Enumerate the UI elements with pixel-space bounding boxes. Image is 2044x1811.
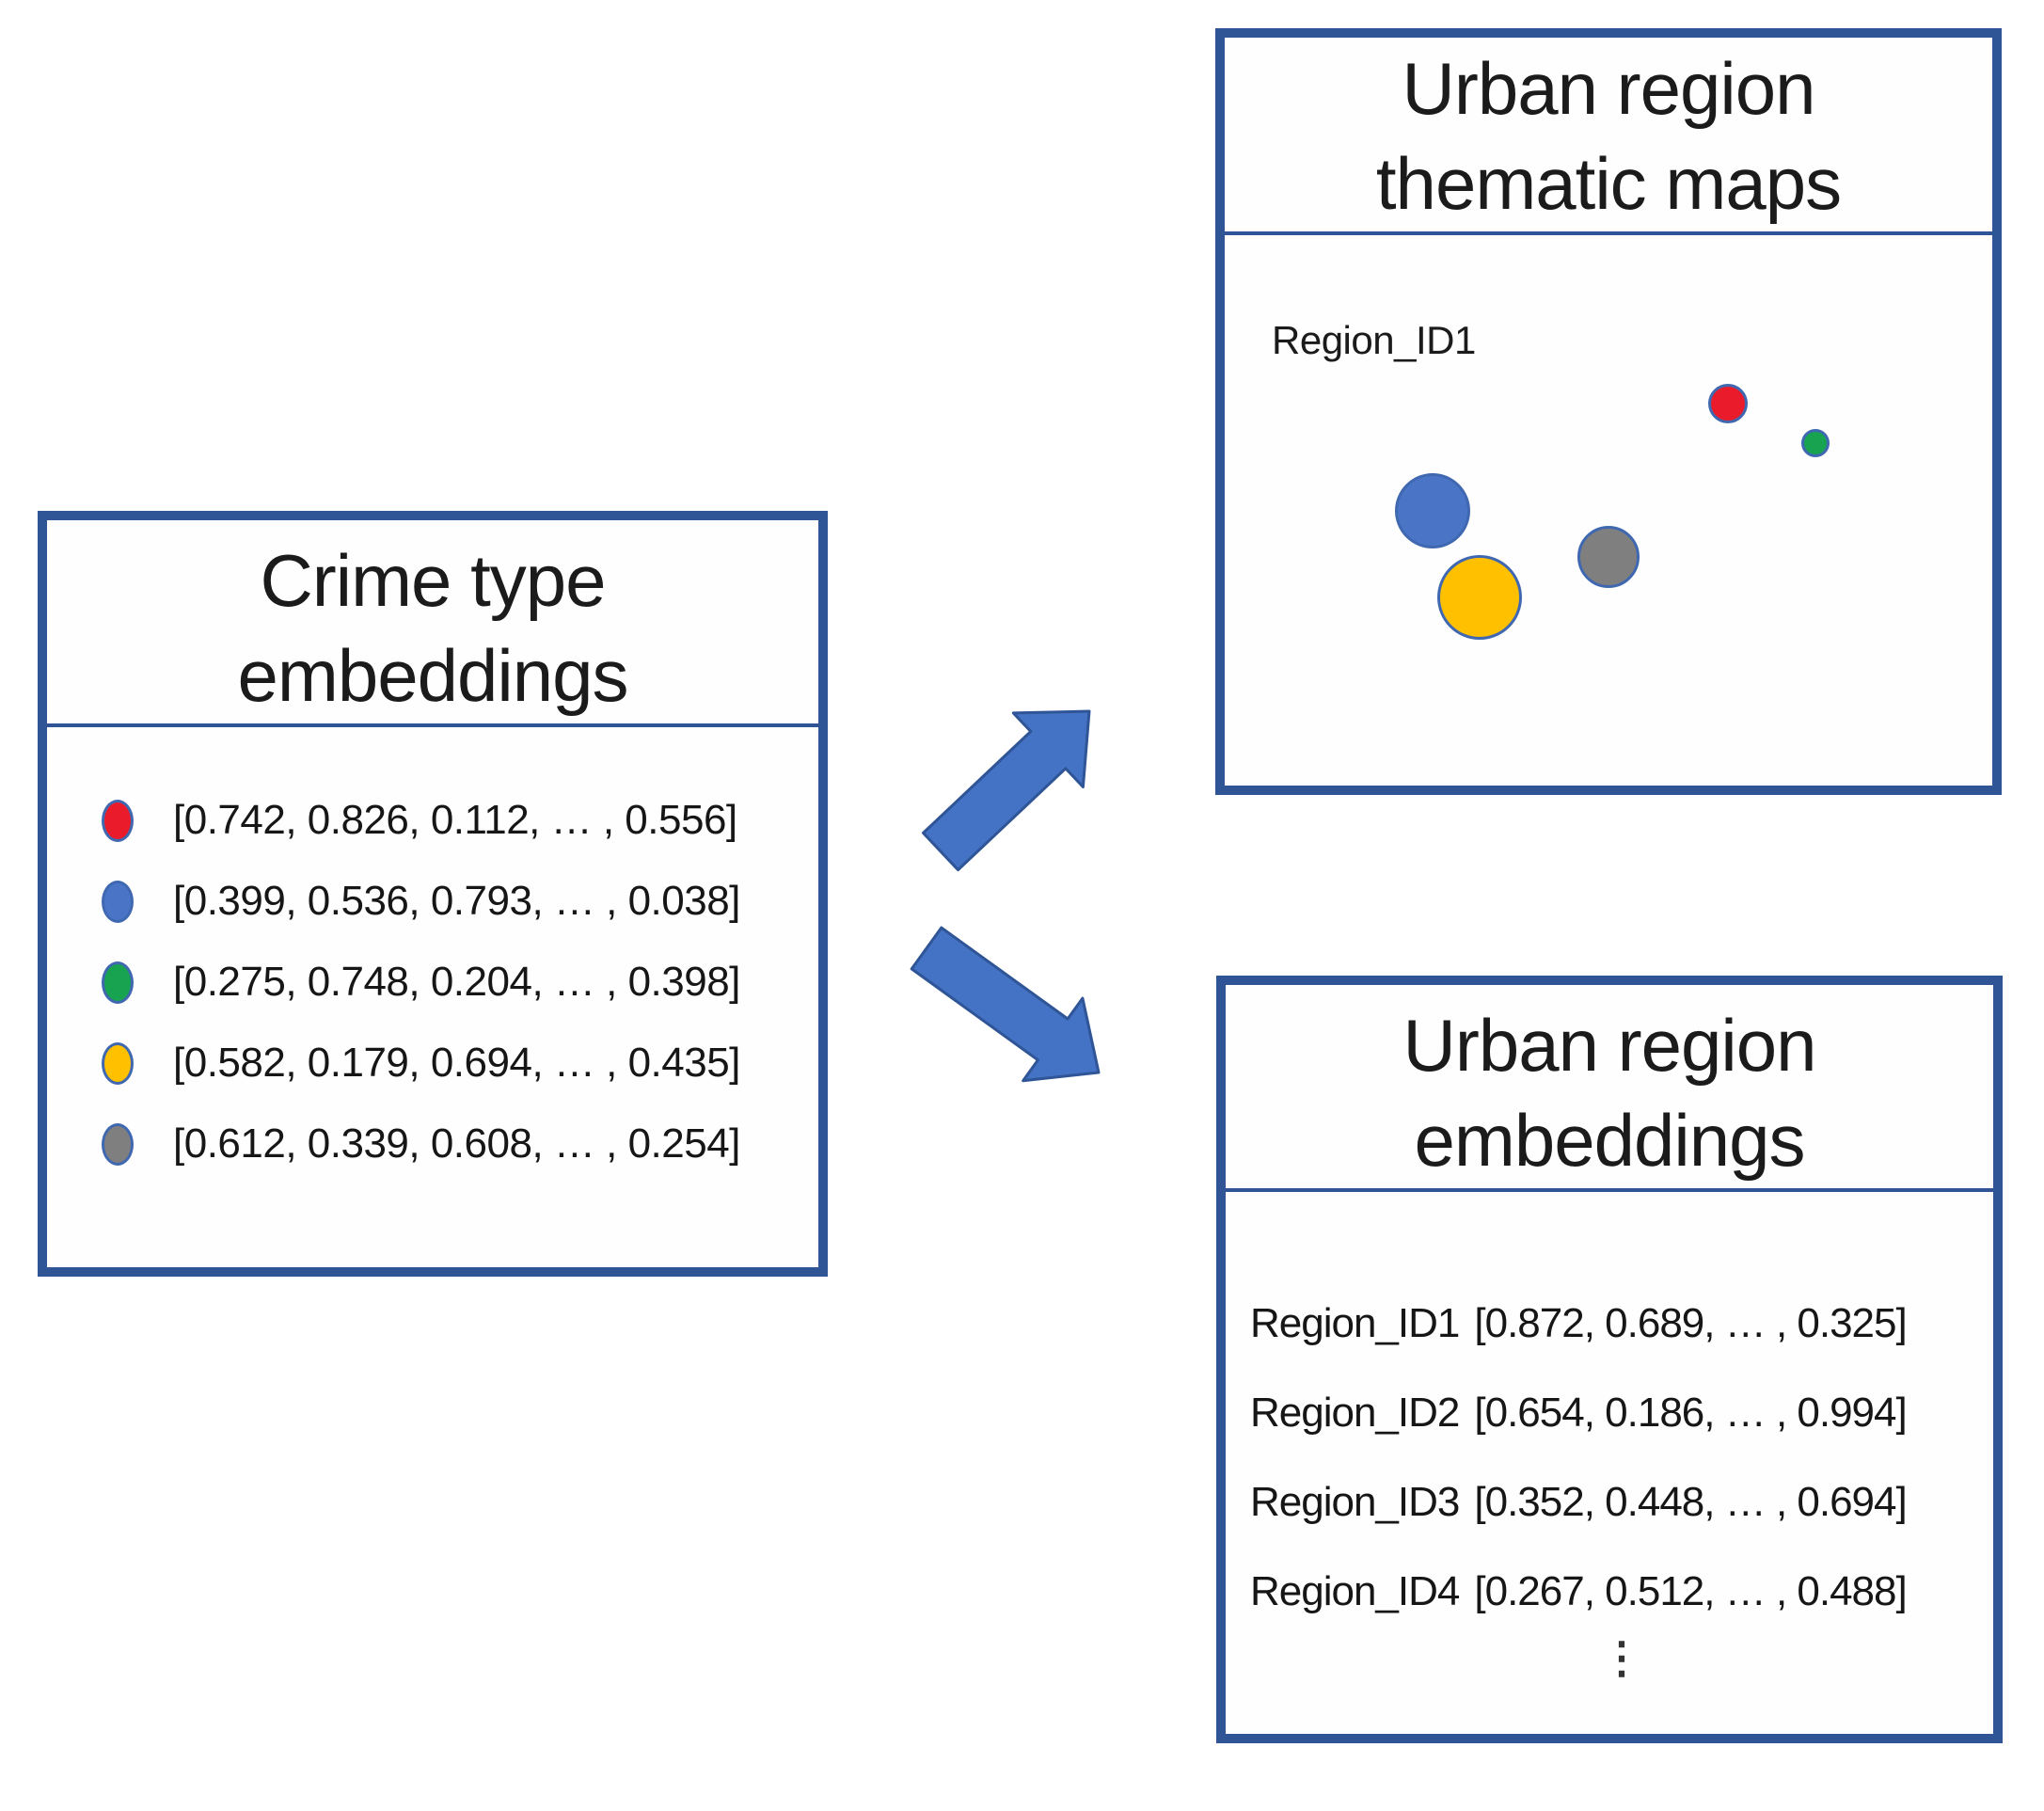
region-embedding-row: Region_ID3 [0.352, 0.448, … , 0.694] — [1250, 1457, 1993, 1547]
arrow-to-thematic-maps — [922, 709, 1091, 872]
crime-type-vector: [0.612, 0.339, 0.608, … , 0.254] — [173, 1120, 740, 1167]
vertical-ellipsis: ⋮ — [1600, 1633, 1643, 1682]
region-embeddings-box-title: Urban region embeddings — [1226, 985, 1993, 1192]
map-dot-yellow — [1437, 555, 1522, 640]
thematic-map-body: Region_ID1 — [1225, 235, 1992, 767]
region-vector: [0.352, 0.448, … , 0.694] — [1474, 1478, 1907, 1525]
map-dot-green — [1801, 429, 1830, 457]
region-vector: [0.267, 0.512, … , 0.488] — [1474, 1567, 1907, 1614]
crime-type-row: [0.275, 0.748, 0.204, … , 0.398] — [102, 942, 818, 1023]
region-id-label: Region_ID1 — [1272, 318, 1476, 362]
crime-type-title-line2: embeddings — [237, 634, 629, 717]
crime-type-row: [0.742, 0.826, 0.112, … , 0.556] — [102, 780, 818, 861]
crime-type-dot-green — [102, 961, 134, 1004]
crime-type-vector: [0.275, 0.748, 0.204, … , 0.398] — [173, 959, 740, 1005]
region-id: Region_ID1 — [1250, 1299, 1460, 1346]
region-embedding-row: Region_ID4 [0.267, 0.512, … , 0.488] — [1250, 1547, 1993, 1636]
crime-type-row: [0.612, 0.339, 0.608, … , 0.254] — [102, 1104, 818, 1184]
crime-type-title-line1: Crime type — [260, 539, 606, 622]
crime-type-embeddings-box: Crime type embeddings [0.742, 0.826, 0.1… — [38, 511, 828, 1277]
crime-type-embedding-list: [0.742, 0.826, 0.112, … , 0.556] [0.399,… — [47, 727, 818, 1184]
crime-type-box-title: Crime type embeddings — [47, 520, 818, 727]
arrow-to-region-embeddings — [910, 926, 1101, 1083]
crime-type-vector: [0.399, 0.536, 0.793, … , 0.038] — [173, 878, 740, 924]
crime-type-dot-red — [102, 799, 134, 842]
map-dot-gray — [1577, 526, 1640, 588]
region-vector: [0.872, 0.689, … , 0.325] — [1474, 1299, 1907, 1346]
crime-type-dot-blue — [102, 880, 134, 923]
thematic-maps-box-title: Urban region thematic maps — [1225, 38, 1992, 235]
thematic-maps-title-line1: Urban region — [1402, 47, 1816, 130]
region-embedding-row: Region_ID1 [0.872, 0.689, … , 0.325] — [1250, 1279, 1993, 1368]
region-id: Region_ID4 — [1250, 1567, 1460, 1614]
urban-region-embeddings-box: Urban region embeddings Region_ID1 [0.87… — [1216, 976, 2003, 1743]
map-dot-blue — [1395, 473, 1470, 548]
region-id: Region_ID2 — [1250, 1389, 1460, 1436]
thematic-maps-title-line2: thematic maps — [1375, 142, 1842, 225]
region-id: Region_ID3 — [1250, 1478, 1460, 1525]
region-embeddings-title-line1: Urban region — [1402, 1004, 1817, 1087]
crime-type-dot-yellow — [102, 1041, 134, 1085]
urban-region-thematic-maps-box: Urban region thematic maps Region_ID1 — [1215, 28, 2002, 795]
region-embedding-list: Region_ID1 [0.872, 0.689, … , 0.325] Reg… — [1226, 1192, 1993, 1683]
map-dot-red — [1708, 384, 1748, 423]
crime-type-row: [0.582, 0.179, 0.694, … , 0.435] — [102, 1023, 818, 1104]
region-vector: [0.654, 0.186, … , 0.994] — [1474, 1389, 1907, 1436]
crime-type-vector: [0.742, 0.826, 0.112, … , 0.556] — [173, 797, 737, 843]
crime-type-row: [0.399, 0.536, 0.793, … , 0.038] — [102, 861, 818, 942]
region-embedding-row: Region_ID2 [0.654, 0.186, … , 0.994] — [1250, 1368, 1993, 1457]
crime-type-dot-gray — [102, 1122, 134, 1166]
crime-type-vector: [0.582, 0.179, 0.694, … , 0.435] — [173, 1040, 740, 1086]
region-embeddings-title-line2: embeddings — [1414, 1099, 1806, 1182]
